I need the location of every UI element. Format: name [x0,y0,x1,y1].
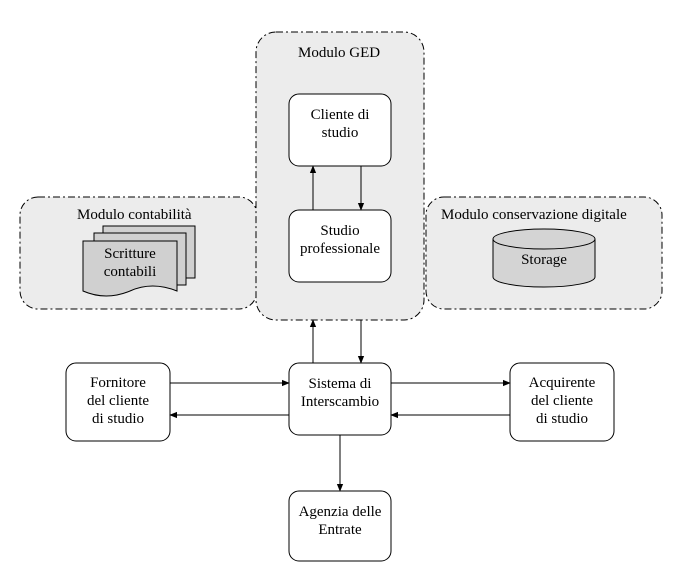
node-cliente-studio-label: Cliente di studio [310,107,370,141]
node-cliente-studio-box [288,93,392,167]
database-cylinder-icon [492,228,596,288]
module-ged-title: Modulo GED [298,45,381,61]
node-scritture-contabili-label: Scritture contabili [103,246,157,280]
node-acquirente-label: Acquirente del cliente di studio [528,375,596,427]
node-acquirente-box [509,362,615,442]
node-studio-professionale-box [288,209,392,283]
node-studio-professionale-label: Studio professionale [300,223,380,257]
module-contabilita-title: Modulo contabilità [77,207,192,223]
module-conservazione-title: Modulo conservazione digitale [441,207,627,223]
node-fornitore-box [65,362,171,442]
node-storage-label: Storage [521,252,567,268]
document-stack-icon [82,225,196,297]
node-sistema-interscambio-label: Sistema di Interscambio [300,376,380,410]
node-fornitore-label: Fornitore del cliente di studio [86,375,150,427]
node-agenzia-entrate-label: Agenzia delle Entrate [298,504,382,538]
